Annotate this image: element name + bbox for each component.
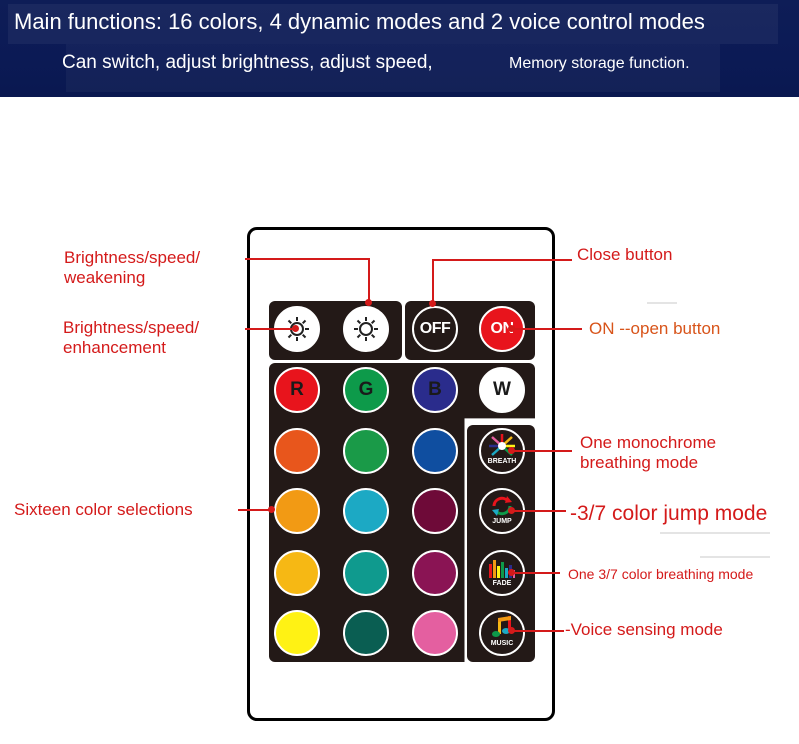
label-close-button: Close button — [577, 245, 673, 264]
banner-highlight-2 — [66, 44, 720, 92]
brightness-up-icon — [354, 317, 378, 341]
label-brightness-enhancement-line2: enhancement — [63, 338, 167, 357]
banner-highlight — [8, 4, 778, 44]
callout-line — [510, 328, 582, 330]
remote-control: OFF ON BREATH JUMP — [247, 227, 555, 721]
color-button-label: R — [290, 379, 304, 400]
label-monochrome-breathing-line2: breathing mode — [580, 453, 699, 472]
color-button-b[interactable]: B — [412, 367, 458, 413]
callout-line — [245, 328, 295, 330]
decor-dash — [647, 302, 677, 304]
color-swatch-button[interactable] — [412, 488, 458, 534]
callout-line — [368, 258, 370, 302]
breath-tag: BREATH — [487, 458, 517, 465]
color-swatch-button[interactable] — [412, 550, 458, 596]
color-swatch-button[interactable] — [274, 428, 320, 474]
callout-line — [238, 509, 270, 511]
music-mode-button[interactable]: MUSIC — [479, 610, 525, 656]
callout-line — [510, 450, 572, 452]
color-swatch-button[interactable] — [274, 488, 320, 534]
label-brightness-enhancement-line1: Brightness/speed/ — [63, 318, 200, 337]
label-monochrome-breathing-line1: One monochrome — [580, 433, 717, 452]
label-fade-mode: One 3/7 color breathing mode — [568, 566, 754, 582]
off-label: OFF — [419, 320, 451, 337]
color-swatch-button[interactable] — [274, 610, 320, 656]
on-label: ON — [490, 320, 515, 337]
memory-storage-note: Memory storage function. — [509, 55, 690, 72]
header-banner: Main functions: 16 colors, 4 dynamic mod… — [0, 0, 799, 97]
color-button-label: G — [358, 379, 374, 400]
callout-dot — [365, 299, 372, 306]
callout-dot — [292, 325, 299, 332]
callout-line — [432, 259, 434, 303]
color-button-g[interactable]: G — [343, 367, 389, 413]
label-on-button: ON --open button — [589, 319, 721, 338]
decor-dash — [660, 532, 770, 534]
color-swatch-button[interactable] — [412, 610, 458, 656]
callout-dot — [508, 325, 515, 332]
callout-dot — [268, 506, 275, 513]
label-jump-mode: -3/7 color jump mode — [570, 502, 768, 525]
brightness-up-button[interactable] — [343, 306, 389, 352]
label-brightness-weakening: Brightness/speed/ weakening — [64, 248, 200, 288]
label-brightness-weakening-line1: Brightness/speed/ — [64, 248, 201, 267]
callout-dot — [508, 507, 515, 514]
color-swatch-button[interactable] — [343, 488, 389, 534]
color-button-label: W — [493, 379, 511, 400]
color-swatch-button[interactable] — [343, 428, 389, 474]
callout-dot — [508, 569, 515, 576]
music-tag: MUSIC — [490, 640, 514, 647]
callout-dot — [508, 627, 515, 634]
color-swatch-button[interactable] — [412, 428, 458, 474]
color-swatch-button[interactable] — [343, 610, 389, 656]
decor-dash — [700, 556, 770, 558]
label-sixteen-colors: Sixteen color selections — [14, 500, 193, 519]
breath-icon — [489, 434, 515, 456]
callout-line — [245, 258, 370, 260]
callout-line — [510, 630, 564, 632]
off-button[interactable]: OFF — [412, 306, 458, 352]
callout-dot — [508, 447, 515, 454]
label-monochrome-breathing: One monochrome breathing mode — [580, 433, 716, 473]
label-brightness-weakening-line2: weakening — [64, 268, 146, 287]
callout-line — [510, 572, 560, 574]
callout-dot — [429, 300, 436, 307]
jump-tag: JUMP — [492, 518, 512, 525]
label-voice-mode: -Voice sensing mode — [565, 620, 723, 639]
color-button-label: B — [428, 379, 442, 400]
color-button-r[interactable]: R — [274, 367, 320, 413]
color-button-w[interactable]: W — [479, 367, 525, 413]
label-brightness-enhancement: Brightness/speed/ enhancement — [63, 318, 199, 358]
color-swatch-button[interactable] — [343, 550, 389, 596]
functions-subtitle: Can switch, adjust brightness, adjust sp… — [62, 52, 433, 73]
callout-line — [510, 510, 566, 512]
callout-line — [432, 259, 572, 261]
fade-tag: FADE — [492, 580, 512, 587]
main-functions-title: Main functions: 16 colors, 4 dynamic mod… — [14, 9, 705, 34]
color-swatch-button[interactable] — [274, 550, 320, 596]
